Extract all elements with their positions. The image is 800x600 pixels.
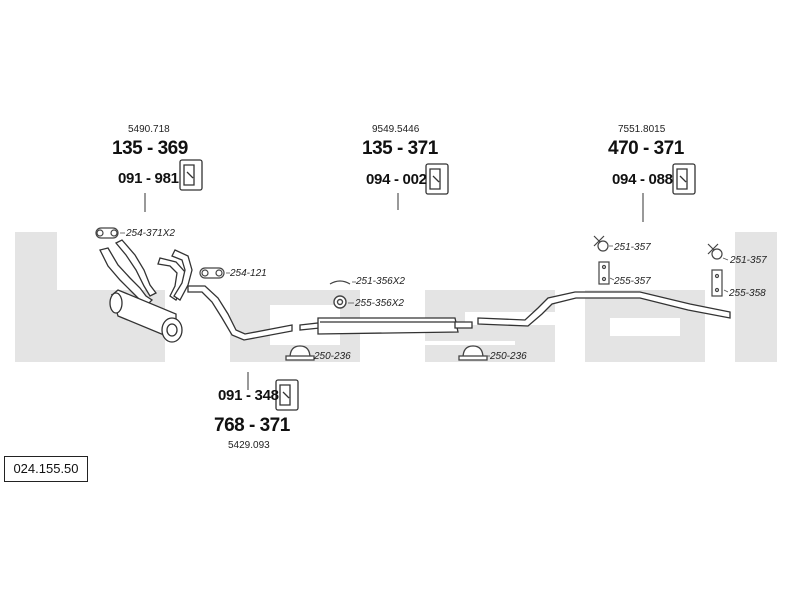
clamp-254-371-icon (95, 227, 119, 239)
part-label-251-356: 251-356X2 (356, 276, 405, 287)
group1-bracket-number: 091 - 981 (118, 170, 179, 187)
group4-part-number: 768 - 371 (214, 415, 290, 436)
part-label-250-236-left: 250-236 (314, 351, 351, 362)
u-clamp-250-236-icon (458, 345, 488, 361)
tail-pipe-graphic (477, 291, 731, 327)
ring-255-356-icon (333, 295, 347, 309)
group2-part-number: 135 - 371 (362, 138, 438, 159)
hanger-bracket-icon (425, 163, 449, 195)
group3-part-number: 470 - 371 (608, 138, 684, 159)
hanger-bracket-icon (179, 159, 203, 191)
clamp-254-121-icon (199, 267, 225, 279)
hook-251-357-icon (707, 243, 723, 260)
centre-silencer-graphic (299, 317, 473, 335)
part-label-254-371: 254-371X2 (126, 228, 175, 239)
part-label-255-357: 255-357 (614, 276, 651, 287)
group3-ref-number: 7551.8015 (618, 124, 666, 135)
group4-ref-number: 5429.093 (228, 440, 270, 451)
part-label-254-121: 254-121 (230, 268, 267, 279)
part-label-251-357-right: 251-357 (730, 255, 767, 266)
group1-part-number: 135 - 369 (112, 138, 188, 159)
group2-bracket-number: 094 - 002 (366, 171, 427, 188)
intermediate-pipe-graphic (187, 285, 293, 341)
group4-bracket-number: 091 - 348 (218, 387, 279, 404)
hanger-bracket-icon (275, 379, 299, 411)
group1-ref-number: 5490.718 (128, 124, 170, 135)
part-label-251-357-left: 251-357 (614, 242, 651, 253)
part-label-255-356: 255-356X2 (355, 298, 404, 309)
part-label-255-358: 255-358 (729, 288, 766, 299)
diagram-code-box: 024.155.50 (4, 456, 88, 482)
group3-bracket-number: 094 - 088 (612, 171, 673, 188)
bracket-255-358-icon (711, 269, 723, 297)
hook-251-357-icon (593, 235, 609, 252)
bracket-255-357-icon (598, 261, 610, 285)
group2-ref-number: 9549.5446 (372, 124, 420, 135)
front-pipe-graphic (99, 239, 193, 307)
gasket-251-356-icon (329, 280, 351, 285)
part-label-250-236-right: 250-236 (490, 351, 527, 362)
u-clamp-250-236-icon (285, 345, 315, 361)
front-muffler-graphic (109, 289, 183, 343)
hanger-bracket-icon (672, 163, 696, 195)
